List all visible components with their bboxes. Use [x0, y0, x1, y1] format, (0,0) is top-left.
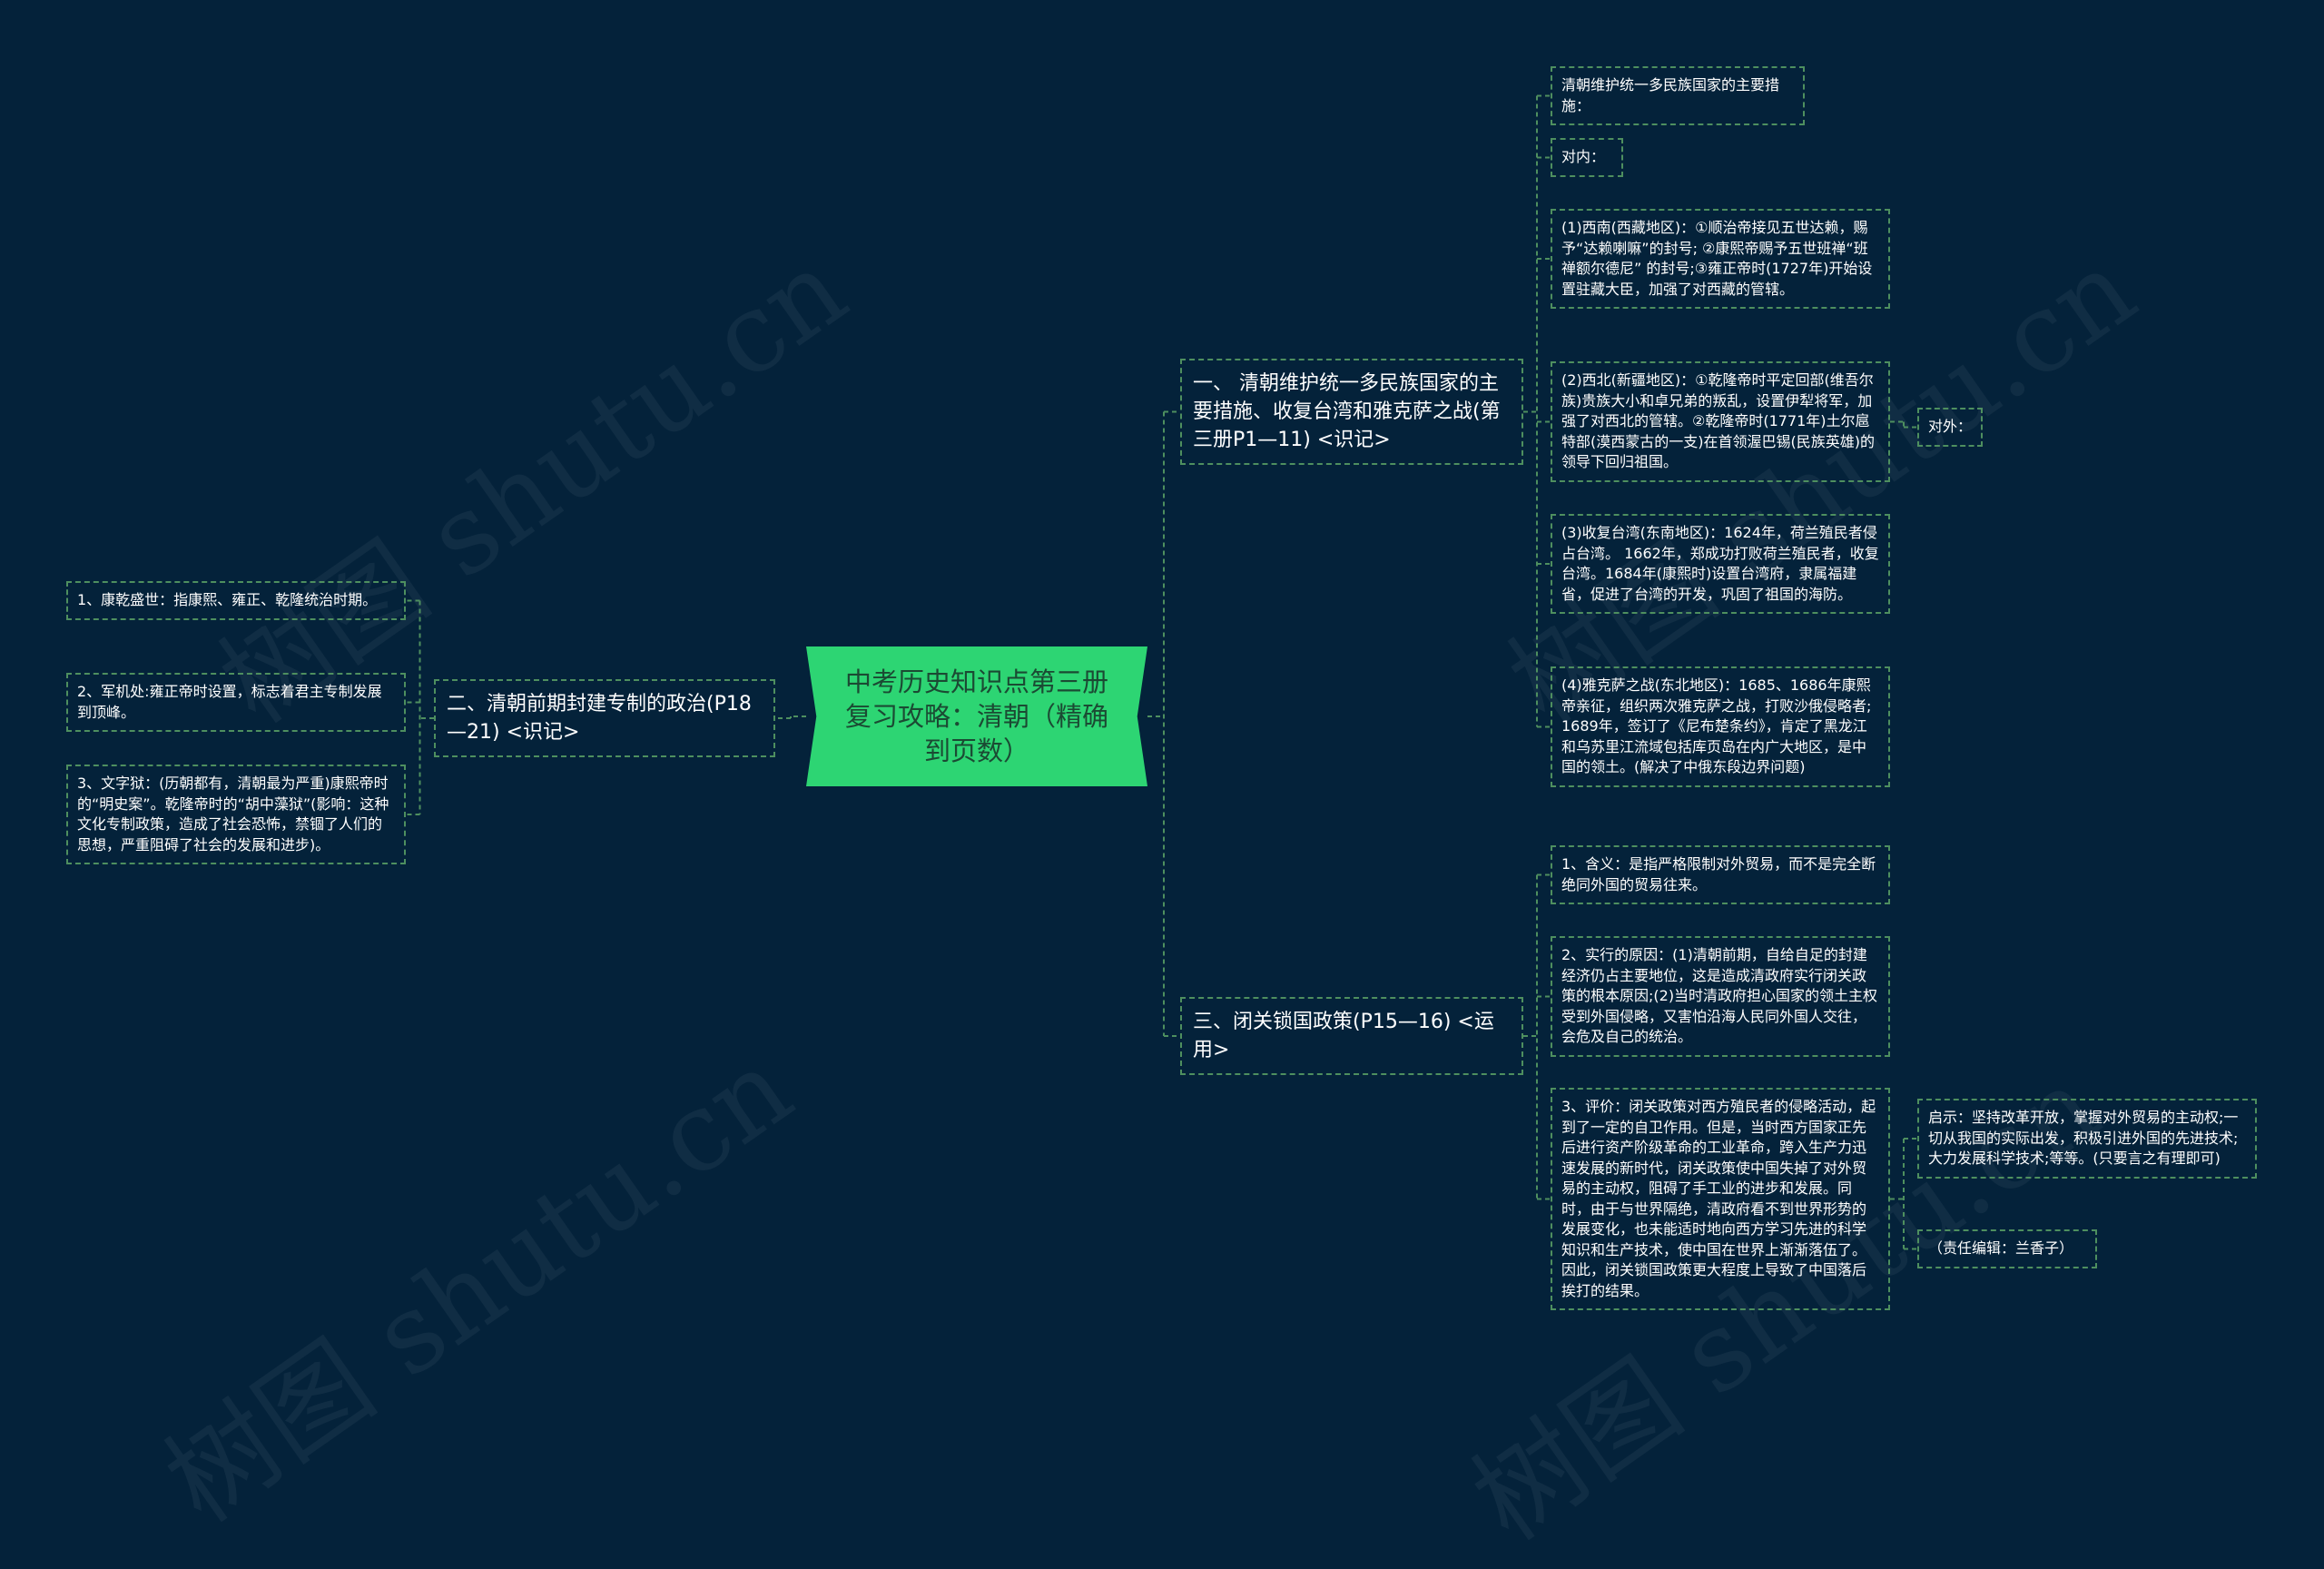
connector-lines [406, 94, 1917, 1250]
leaf-policy-meaning[interactable]: 1、含义：是指严格限制对外贸易，而不是完全断绝同外国的贸易往来。 [1551, 845, 1890, 904]
leaf-internal-label[interactable]: 对内： [1551, 138, 1623, 177]
leaf-unification-measures-title[interactable]: 清朝维护统一多民族国家的主要措施： [1551, 66, 1805, 125]
branch-autocracy-politics[interactable]: 二、清朝前期封建专制的政治(P18—21) <识记> [434, 679, 775, 757]
leaf-grand-council[interactable]: 2、军机处:雍正帝时设置，标志着君主专制发展到顶峰。 [66, 673, 406, 732]
root-topic-label: 中考历史知识点第三册复习攻略：清朝（精确到页数） [844, 666, 1108, 766]
leaf-lesson-inspiration[interactable]: 启示：坚持改革开放，掌握对外贸易的主动权;一切从我国的实际出发，积极引进外国的先… [1917, 1099, 2257, 1179]
branch-closed-door-policy[interactable]: 三、闭关锁国政策(P15—16) <运用> [1180, 997, 1523, 1075]
root-topic[interactable]: 中考历史知识点第三册复习攻略：清朝（精确到页数） [806, 646, 1147, 786]
leaf-policy-evaluation[interactable]: 3、评价：闭关政策对西方殖民者的侵略活动，起到了一定的自卫作用。但是，当时西方国… [1551, 1088, 1890, 1310]
branch-qing-unification[interactable]: 一、 清朝维护统一多民族国家的主要措施、收复台湾和雅克萨之战(第三册P1—11)… [1180, 359, 1523, 465]
leaf-policy-reasons[interactable]: 2、实行的原因：(1)清朝前期，自给自足的封建经济仍占主要地位，这是造成清政府实… [1551, 936, 1890, 1057]
leaf-battle-of-albazin[interactable]: (4)雅克萨之战(东北地区)：1685、1686年康熙帝亲征，组织两次雅克萨之战… [1551, 666, 1890, 787]
leaf-northwest-xinjiang[interactable]: (2)西北(新疆地区)：①乾隆帝时平定回部(维吾尔族)贵族大小和卓兄弟的叛乱，设… [1551, 361, 1890, 482]
leaf-external-label[interactable]: 对外： [1917, 408, 1983, 447]
leaf-taiwan-recovery[interactable]: (3)收复台湾(东南地区)：1624年，荷兰殖民者侵占台湾。 1662年，郑成功… [1551, 514, 1890, 614]
leaf-southwest-tibet[interactable]: (1)西南(西藏地区)：①顺治帝接见五世达赖，赐予“达赖喇嘛”的封号; ②康熙帝… [1551, 209, 1890, 309]
leaf-responsible-editor[interactable]: （责任编辑：兰香子） [1917, 1229, 2097, 1268]
leaf-literary-inquisition[interactable]: 3、文字狱：(历朝都有，清朝最为严重)康熙帝时的“明史案”。乾隆帝时的“胡中藻狱… [66, 765, 406, 864]
mindmap-canvas: 树图 shutu.cn 树图 shutu.cn 树图 shutu.cn 树图 s… [66, 66, 2257, 1564]
leaf-kangqian-prosperity[interactable]: 1、康乾盛世：指康熙、雍正、乾隆统治时期。 [66, 581, 406, 620]
